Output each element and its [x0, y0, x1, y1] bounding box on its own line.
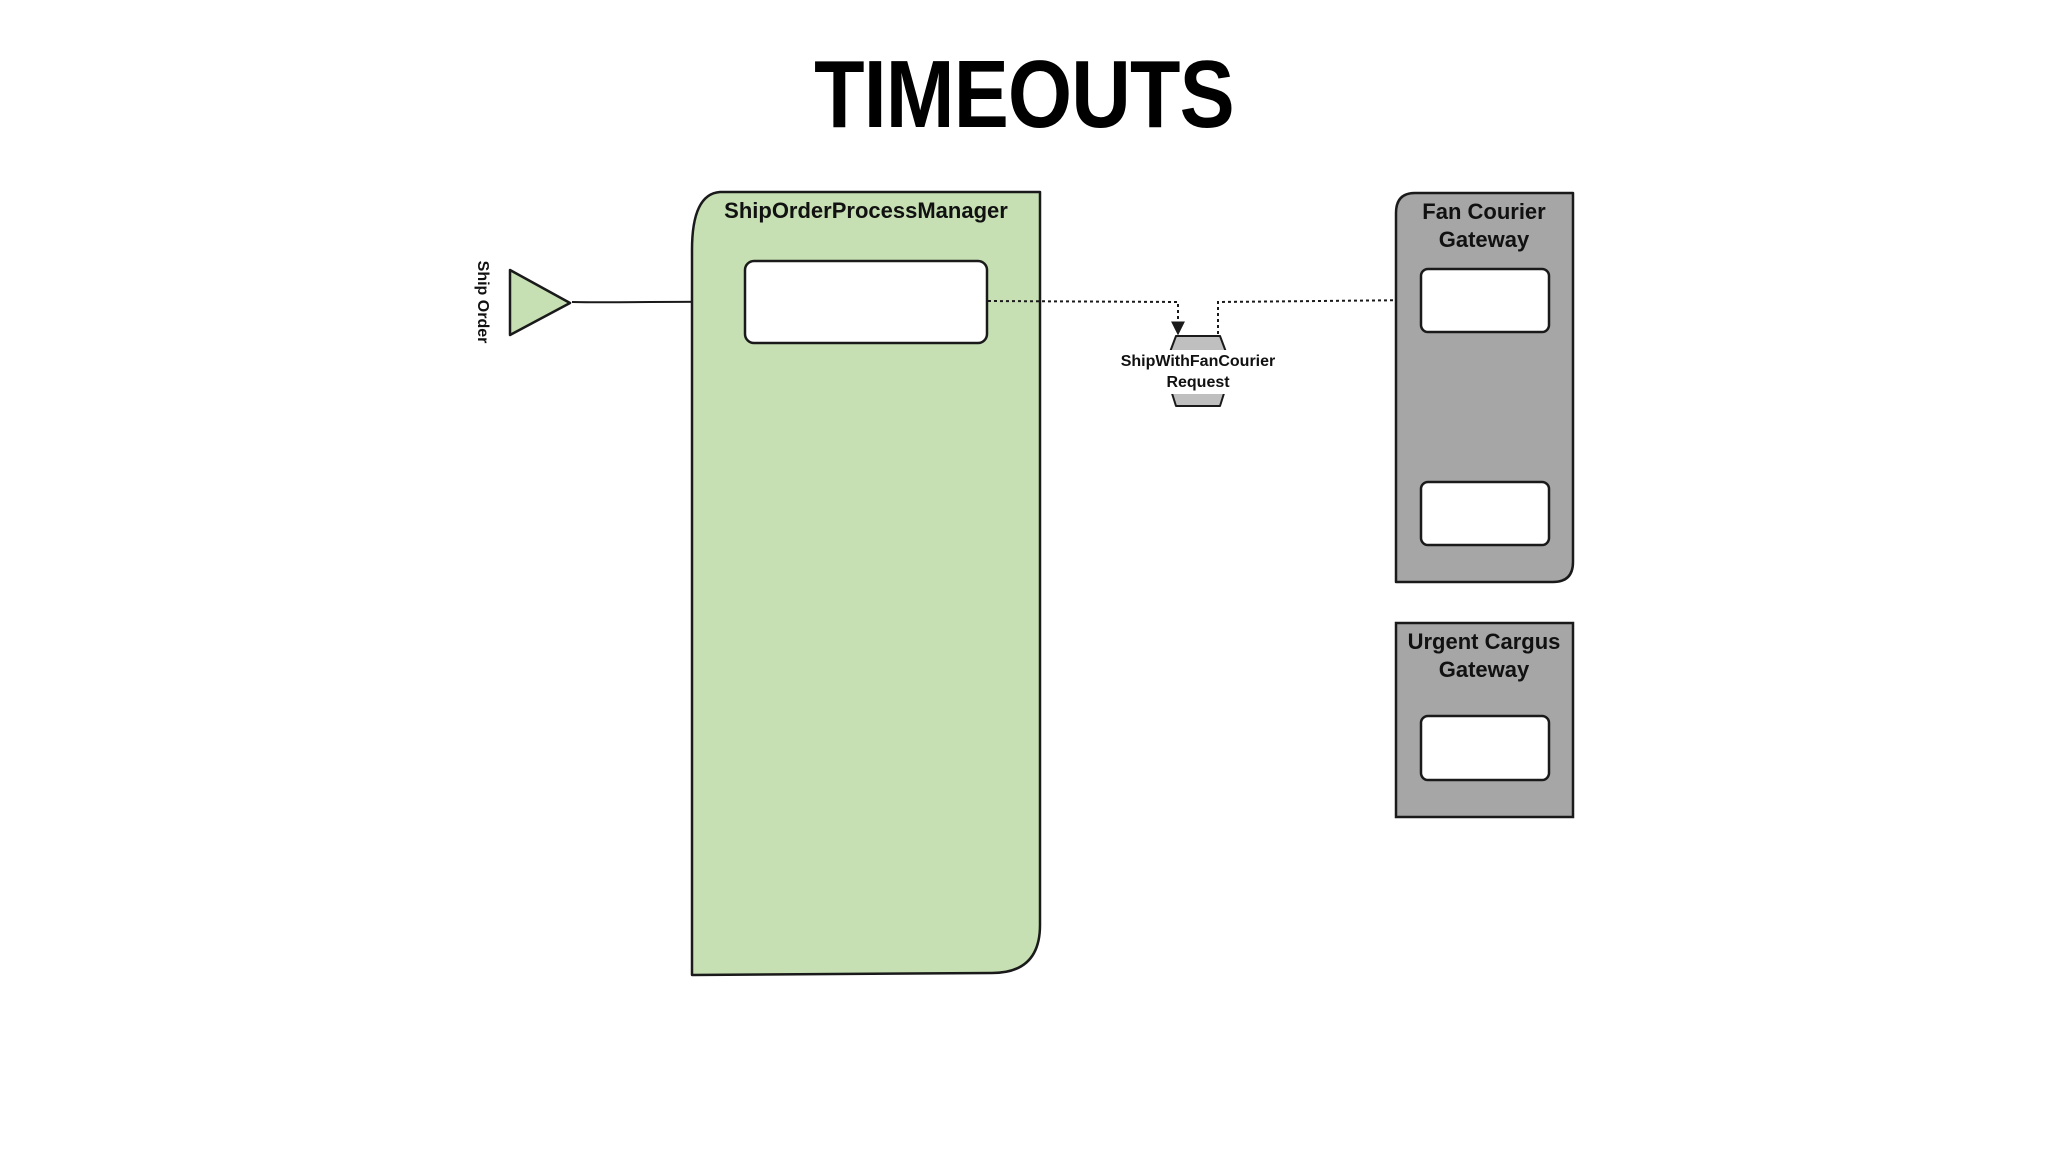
fan-courier-handler-box-top[interactable]: [1419, 267, 1551, 334]
message-label-line2: Request: [1166, 374, 1230, 391]
fan-courier-gateway-title-line2: Gateway: [1439, 227, 1530, 252]
ship-order-process-manager: ShipOrderProcessManager: [690, 190, 1042, 977]
ship-with-fan-courier-request-message: ShipWithFanCourier Request: [1116, 335, 1280, 407]
ship-order-trigger: Ship Order: [474, 261, 572, 344]
message-label-backdrop: [1116, 350, 1280, 394]
send-message-arrow: [987, 300, 1185, 336]
process-manager-box: [690, 190, 1042, 977]
message-label-line1: ShipWithFanCourier: [1121, 353, 1276, 370]
process-manager-handler-box[interactable]: [743, 259, 989, 345]
fan-courier-gateway-title-line1: Fan Courier: [1422, 199, 1546, 224]
trigger-triangle-shape: [508, 268, 572, 337]
urgent-cargus-gateway-title-line2: Gateway: [1439, 657, 1530, 682]
urgent-cargus-gateway: Urgent Cargus Gateway: [1394, 621, 1575, 819]
process-manager-title: ShipOrderProcessManager: [724, 198, 1008, 223]
urgent-cargus-gateway-title-line1: Urgent Cargus: [1408, 629, 1561, 654]
fan-courier-handler-box-bottom[interactable]: [1419, 480, 1551, 547]
deliver-message-arrow: [1217, 293, 1422, 334]
ship-order-label: Ship Order: [474, 261, 491, 344]
slide-title: TIMEOUTS: [814, 41, 1235, 148]
fan-courier-gateway: Fan Courier Gateway: [1394, 191, 1575, 584]
urgent-cargus-handler-box[interactable]: [1419, 714, 1551, 782]
